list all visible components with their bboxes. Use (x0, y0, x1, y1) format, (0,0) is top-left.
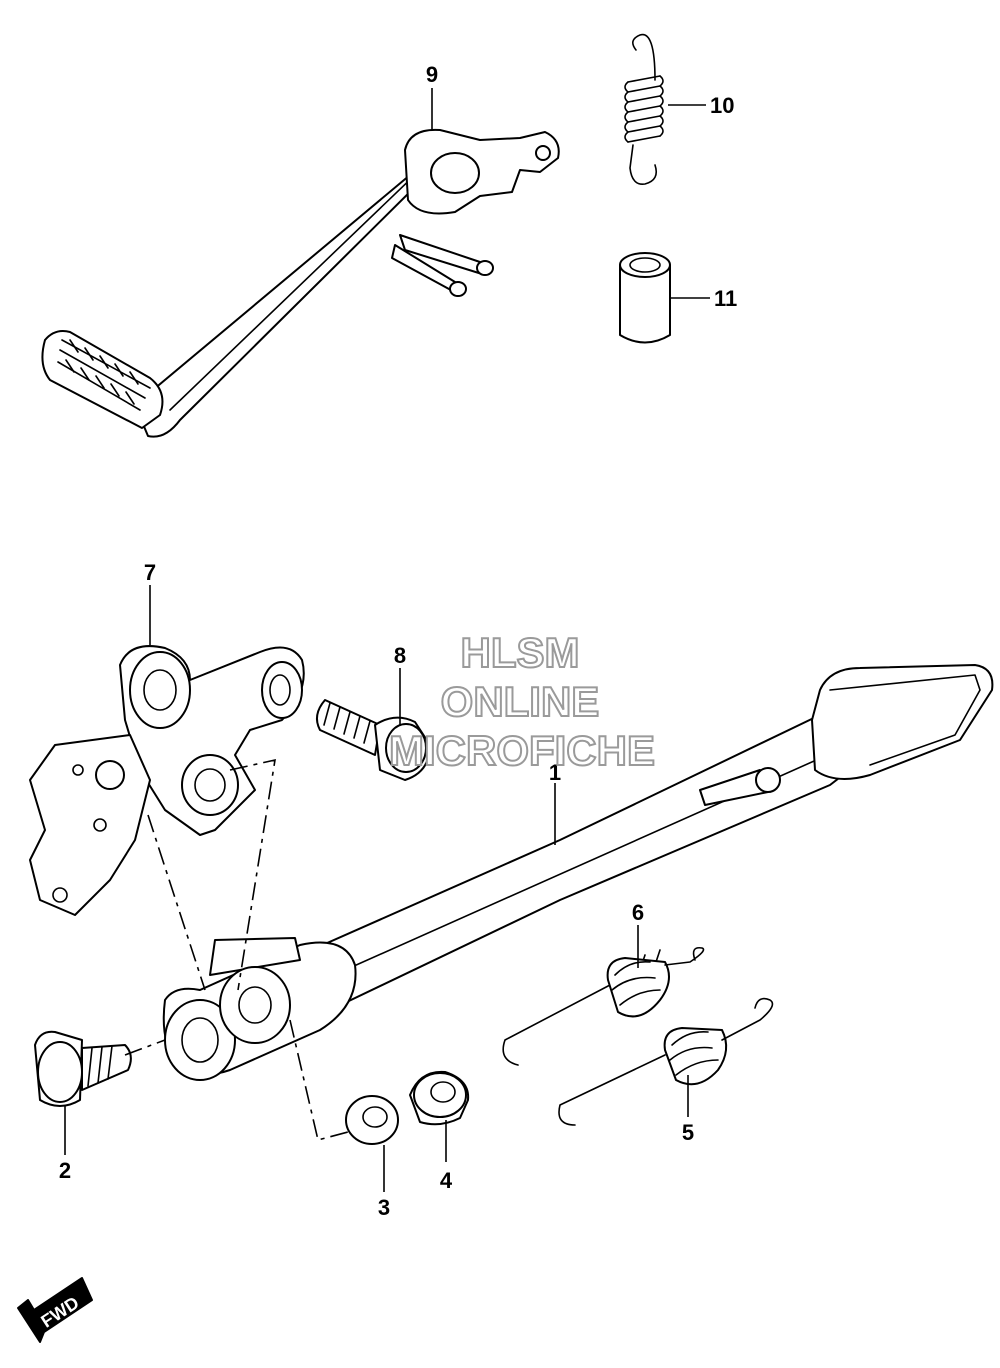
part-3-washer[interactable] (345, 1095, 399, 1145)
callout-1[interactable]: 1 (549, 760, 561, 785)
part-1-side-stand[interactable] (162, 664, 994, 1081)
callout-7[interactable]: 7 (144, 560, 156, 585)
fwd-badge: FWD (17, 1277, 93, 1343)
callout-8[interactable]: 8 (394, 643, 406, 668)
callout-10[interactable]: 10 (710, 93, 734, 118)
callout-labels: 9 10 11 7 8 1 6 5 2 3 4 (59, 62, 737, 1220)
part-2-pivot-bolt[interactable] (34, 1030, 132, 1107)
fwd-arrow-icon (17, 1277, 93, 1343)
part-4-nut[interactable] (409, 1070, 470, 1126)
callout-5[interactable]: 5 (682, 1120, 694, 1145)
part-8-bolt[interactable] (315, 699, 431, 781)
part-7-bracket[interactable] (29, 645, 305, 916)
watermark-line-3: MICROFICHE (389, 727, 655, 774)
part-6-stand-spring[interactable] (502, 946, 705, 1066)
callout-6[interactable]: 6 (632, 900, 644, 925)
watermark-line-2: ONLINE (441, 678, 600, 725)
watermark: HLSM ONLINE MICROFICHE (388, 628, 656, 775)
part-11-collar[interactable] (619, 252, 671, 344)
part-10-spring[interactable] (624, 33, 664, 185)
callout-4[interactable]: 4 (440, 1168, 453, 1193)
part-5-stand-spring[interactable] (558, 997, 774, 1126)
callout-2[interactable]: 2 (59, 1158, 71, 1183)
part-9-shift-lever[interactable] (41, 128, 560, 438)
callout-11[interactable]: 11 (714, 286, 737, 311)
leader-lines (64, 88, 710, 1192)
watermark-line-1: HLSM (461, 629, 580, 676)
assembly-lines (124, 758, 349, 1141)
callout-9[interactable]: 9 (426, 62, 438, 87)
callout-3[interactable]: 3 (378, 1195, 390, 1220)
